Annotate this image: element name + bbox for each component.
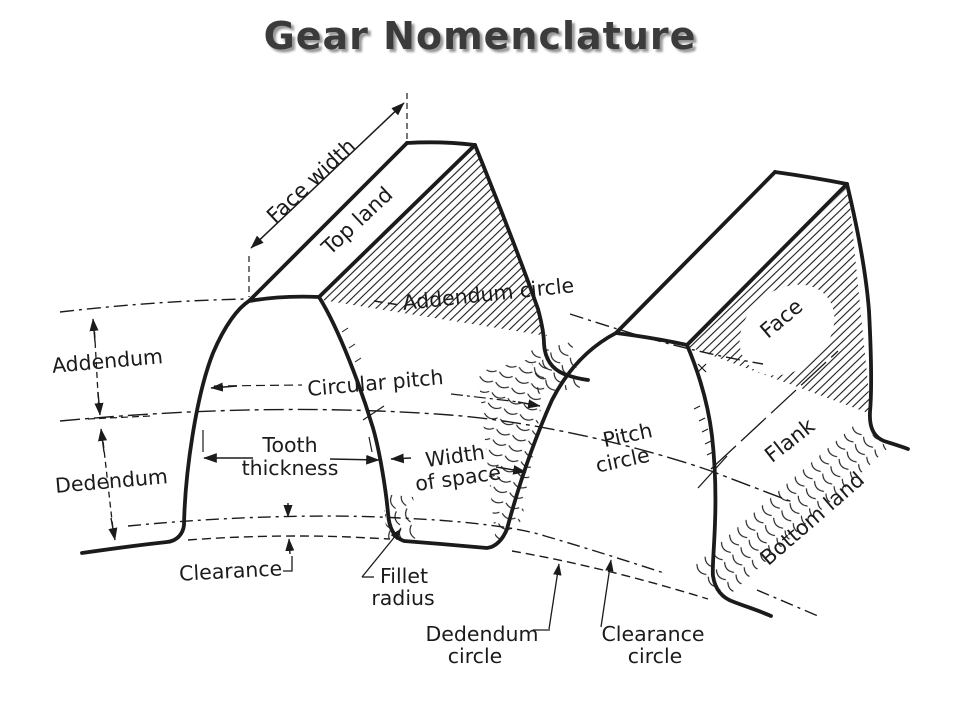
label-clearance-circle-1: Clearance	[601, 622, 704, 646]
pitch-cross-tick	[697, 455, 728, 489]
dedendum-circle-line	[187, 535, 391, 541]
addendum-circle-line	[373, 300, 401, 306]
label-clearance-circle-2: circle	[628, 644, 683, 668]
label-tooth-thickness-2: thickness	[242, 456, 339, 480]
dimension-lines	[87, 93, 707, 631]
clearance-circle-line	[756, 589, 819, 617]
label-flank: Flank	[760, 413, 820, 467]
label-circular-pitch: Circular pitch	[306, 365, 444, 401]
label-tooth-thickness-1: Tooth	[261, 433, 317, 457]
page-title: Gear Nomenclature	[263, 14, 697, 58]
left-tooth-rear-flank	[473, 143, 590, 382]
gear-teeth-outline	[80, 140, 910, 618]
pitch-circle-line	[59, 408, 796, 504]
right-tooth-extrusion	[614, 170, 777, 335]
left-tooth-top-land-rear	[405, 140, 477, 147]
label-dedendum-circle-2: circle	[448, 644, 503, 668]
clearance-circle-line	[127, 515, 665, 574]
right-tooth-rear-flank	[845, 182, 910, 451]
addendum-circle-line	[59, 298, 249, 313]
label-dedendum: Dedendum	[54, 464, 169, 498]
label-dedendum-circle-1: Dedendum	[426, 622, 539, 646]
right-tooth-top-land-rear	[773, 170, 849, 186]
label-fillet-radius-1: Fillet	[380, 564, 428, 588]
flank-tick-shading	[341, 327, 714, 456]
label-fillet-radius-2: radius	[371, 586, 434, 610]
pitch-cross-tick	[362, 405, 385, 421]
dedendum-circle-line	[511, 550, 709, 600]
label-clearance: Clearance	[179, 556, 283, 585]
right-tooth-top-land-right	[685, 182, 849, 347]
corner-cross-mark	[697, 363, 707, 373]
front-profile	[80, 294, 773, 618]
pitch-line-on-flank	[710, 350, 839, 470]
label-pitch-circle-2: circle	[593, 443, 651, 478]
left-tooth-extrusion	[247, 141, 409, 303]
label-addendum: Addendum	[51, 344, 164, 378]
left-tooth-top-land-right	[317, 143, 477, 299]
label-face-width: Face width	[262, 134, 360, 228]
tooth-face-hatching	[322, 147, 871, 414]
